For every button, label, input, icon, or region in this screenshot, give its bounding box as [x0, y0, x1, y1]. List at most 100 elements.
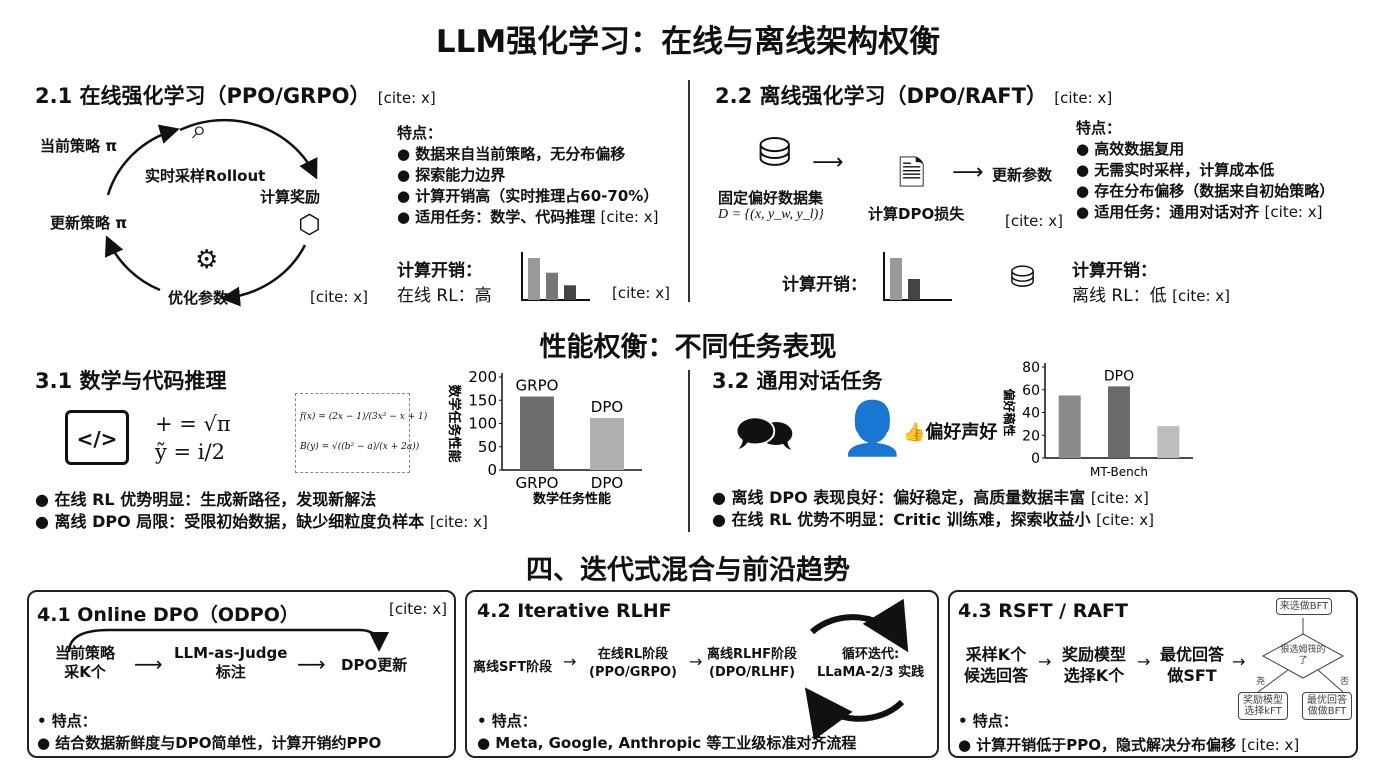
flow-node-left: 奖励模型 选择kFT — [1238, 692, 1288, 720]
card-iterative-rlhf: 4.2 Iterative RLHF 离线SFT阶段 → 在线RL阶段(PPO/… — [465, 590, 939, 758]
card-heading: 4.3 RSFT / RAFT — [958, 600, 1128, 622]
mini-bar — [528, 258, 540, 300]
y-tick-label: 50 — [478, 438, 497, 456]
cost-value-text: 离线 RL：低 — [1072, 286, 1167, 306]
arrow-icon: ⟶ — [134, 652, 163, 676]
y-tick-label: 0 — [1031, 451, 1040, 467]
code-window-icon: </> — [65, 410, 129, 465]
y-tick-label: 20 — [1022, 428, 1040, 444]
section-4-title: 四、迭代式混合与前沿趋势 — [526, 555, 850, 586]
step-reward-model: 奖励模型选择K个 — [1062, 644, 1126, 686]
feature-item: ● 计算开销高（实时推理占60-70%） — [397, 187, 659, 205]
cite: [cite: x] — [600, 208, 659, 226]
cite: [cite: x] — [1090, 489, 1149, 507]
arrow-icon: → — [1137, 652, 1151, 671]
cycle-current-policy: 当前策略 π — [40, 137, 118, 155]
bar — [1157, 426, 1180, 458]
y-tick-label: 100 — [468, 415, 497, 433]
node-text: 选择K个 — [1063, 666, 1125, 685]
preference-text: 偏好声好 — [925, 422, 998, 443]
chat-bubbles-icon: 🗪 — [735, 406, 795, 462]
arrow-icon: → — [563, 652, 577, 671]
page-title: LLM强化学习：在线与离线架构权衡 — [435, 24, 941, 60]
formula-callout: f(x) = (2x − 1)/(3x² − x + 1) B(y) = √((… — [295, 393, 428, 473]
formula-2: B(y) = √((b² − a)/(x + 2a)) — [300, 442, 420, 452]
bar — [520, 396, 554, 470]
y-tick-label: 200 — [468, 368, 497, 386]
card-heading: 4.1 Online DPO（ODPO） — [37, 604, 299, 626]
node-text: 标注 — [215, 663, 246, 681]
section-2-2-heading: 2.2 离线强化学习（DPO/RAFT） [cite: x] — [715, 80, 1112, 110]
cycle-optimize: 优化参数 — [168, 289, 229, 307]
divider — [688, 80, 690, 302]
formula-1: f(x) = (2x − 1)/(3x² − x + 1) — [300, 412, 428, 422]
node-text: LLaMA-2/3 实践 — [817, 665, 925, 680]
y-axis-label: 数学任务性能 — [446, 384, 462, 462]
feature-item: ● 计算开销低于PPO，隐式解决分布偏移 [cite: x] — [958, 734, 1299, 755]
features-label: 特点： — [397, 124, 443, 142]
bullet-item: ● 在线 RL 优势不明显：Critic 训练难，探索收益小 — [712, 510, 1091, 529]
cycle-arrows — [104, 118, 318, 307]
dataset-formula: D = {(x, y_w, y_l)} — [718, 207, 824, 222]
features-label: • 特点： — [477, 712, 537, 730]
bar-data-label: DPO — [591, 398, 623, 416]
feature-text: ● 计算开销低于PPO，隐式解决分布偏移 — [958, 736, 1237, 754]
flow-yes: 尧 — [1256, 677, 1266, 687]
heading-text: 2.1 在线强化学习（PPO/GRPO） — [35, 84, 371, 108]
bullets-3-1: ● 在线 RL 优势明显：生成新路径，发现新解法 ● 离线 DPO 局限：受限初… — [35, 489, 488, 533]
flow-decision: 狠选姆筏的了 — [1280, 645, 1326, 666]
feature-item: ● 探索能力边界 — [397, 166, 506, 184]
cite: [cite: x] — [377, 89, 436, 107]
node-text: (DPO/RLHF) — [709, 665, 796, 680]
bar — [590, 417, 624, 470]
node-text: 采样K个 — [965, 645, 1027, 664]
cite: [cite: x] — [1172, 287, 1231, 305]
database-gear-icon: ⛁ — [1010, 260, 1036, 295]
bullet-item: ● 离线 DPO 表现良好：偏好稳定，高质量数据丰富 — [712, 488, 1086, 507]
node-text: 做SFT — [1167, 666, 1217, 685]
dataset-label: 固定偏好数据集 — [718, 189, 824, 207]
gear-icon: ⚙ — [195, 245, 219, 275]
node-text: 在线RL阶段 — [597, 647, 669, 662]
features-list: 特点： ● 高效数据复用 ● 无需实时采样，计算成本低 ● 存在分布偏移（数据来… — [1076, 118, 1334, 223]
document-gear-icon: 🗎 — [898, 154, 926, 194]
neural-network-icon: ⬡ — [298, 210, 321, 240]
step-sample: 采样K个候选回答 — [964, 644, 1028, 686]
node-text: 当前策略 — [55, 644, 116, 662]
divider — [688, 370, 690, 532]
flow-no: 否 — [1340, 677, 1350, 687]
arrow-icon: → — [1038, 652, 1052, 671]
bullet-item: ● 在线 RL 优势明显：生成新路径，发现新解法 — [35, 490, 377, 509]
node-text: 候选回答 — [964, 666, 1029, 685]
cycle-update-policy: 更新策略 π — [50, 214, 128, 232]
feature-item: ● 无需实时采样，计算成本低 — [1076, 161, 1275, 179]
node-text: 离线RLHF阶段 — [707, 647, 798, 662]
x-tick-label: DPO — [591, 474, 623, 492]
cost-label-2: 计算开销： — [1072, 261, 1157, 281]
bar — [1108, 386, 1130, 458]
cost-value: 离线 RL：低 [cite: x] — [1072, 281, 1230, 306]
loop-arrow — [67, 628, 389, 653]
cycle-arrows-icon — [804, 598, 909, 741]
node-text: 循环迭代: — [841, 647, 900, 662]
card-rsft-raft: 4.3 RSFT / RAFT 采样K个候选回答 → 奖励模型选择K个 → 最优… — [948, 590, 1358, 758]
cost-value: 在线 RL：高 — [397, 286, 492, 306]
node-dpo-update: DPO更新 — [341, 656, 408, 674]
section-2-1-heading: 2.1 在线强化学习（PPO/GRPO） [cite: x] — [35, 80, 436, 110]
thumbs-up-icon: 👍 — [903, 422, 926, 443]
y-tick-label: 150 — [468, 391, 497, 409]
y-axis-label: 偏好稿性 — [1002, 388, 1017, 436]
y-tick-label: 60 — [1022, 383, 1040, 399]
cite: [cite: x] — [612, 284, 670, 302]
node-text: 奖励模型 — [1062, 645, 1127, 664]
mini-bar — [564, 285, 576, 300]
node-current-policy: 当前策略采K个 — [55, 644, 115, 682]
feature-item: ● 高效数据复用 — [1076, 140, 1185, 158]
bar-data-label: GRPO — [516, 377, 559, 395]
features-label: 特点： — [1076, 119, 1122, 137]
cite: [cite: x] — [429, 513, 488, 531]
features-label: • 特点： — [37, 712, 97, 730]
bar-data-label: DPO — [1104, 368, 1134, 384]
arrow-icon: ⟶ — [952, 160, 984, 185]
